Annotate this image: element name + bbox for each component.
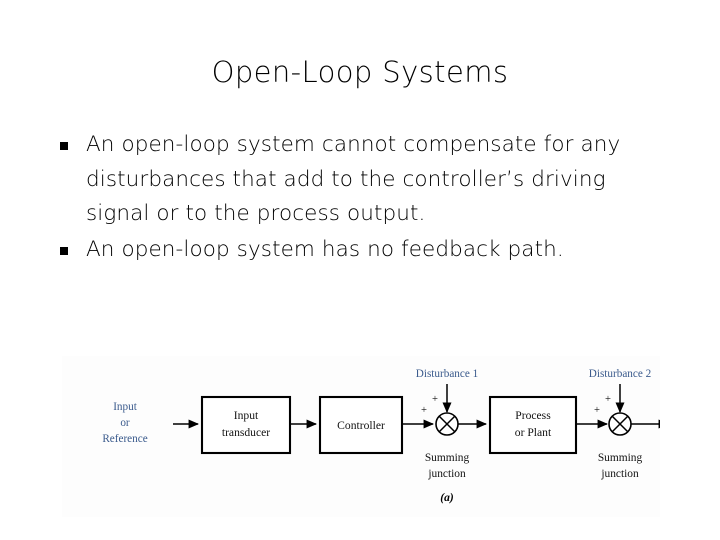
block-input-transducer-line1: Input (234, 409, 259, 422)
block-diagram-svg: Input or Reference Input transducer Cont… (102, 368, 660, 504)
block-controller: Controller (318, 395, 404, 455)
junction1-caption-line1: Summing (425, 452, 470, 464)
bullet-list: An open-loop system cannot compensate fo… (58, 128, 670, 268)
junction2-sign-top: + (605, 394, 611, 405)
list-item: An open-loop system cannot compensate fo… (58, 128, 670, 232)
block-input-transducer: Input transducer (200, 395, 292, 455)
figure-caption: (a) (440, 492, 454, 504)
input-label-line3: Reference (102, 433, 147, 445)
summing-junction-1-icon: + Summing junction (421, 405, 469, 480)
input-reference-label: Input or Reference (102, 401, 147, 445)
bullet-square-icon (60, 233, 69, 268)
disturbance-2-label: Disturbance 2 (589, 368, 651, 380)
summing-junction-2-icon: + Summing junction (594, 405, 642, 480)
junction2-caption-line1: Summing (598, 452, 643, 464)
block-process-line1: Process (515, 409, 551, 422)
block-input-transducer-line2: transducer (222, 426, 270, 439)
block-diagram-figure: Input or Reference Input transducer Cont… (62, 356, 660, 517)
bullet-square-icon (60, 128, 69, 163)
block-process-line2: or Plant (515, 426, 552, 439)
block-controller-line1: Controller (337, 419, 385, 432)
junction2-sign-side: + (594, 405, 600, 416)
input-label-line1: Input (113, 401, 138, 413)
disturbance-1-label: Disturbance 1 (416, 368, 478, 380)
disturbance-1: Disturbance 1 + (416, 368, 478, 414)
input-label-line2: or (120, 417, 130, 429)
list-item: An open-loop system has no feedback path… (58, 233, 670, 268)
block-process-or-plant: Process or Plant (488, 395, 578, 455)
page-title: Open-Loop Systems (211, 55, 509, 89)
junction1-sign-top: + (432, 394, 438, 405)
disturbance-2: Disturbance 2 + (589, 368, 651, 414)
junction2-caption-line2: junction (600, 468, 639, 480)
bullet-text: An open-loop system has no feedback path… (86, 236, 564, 262)
junction1-sign-side: + (421, 405, 427, 416)
bullet-text: An open-loop system cannot compensate fo… (86, 132, 621, 226)
junction1-caption-line2: junction (427, 468, 466, 480)
